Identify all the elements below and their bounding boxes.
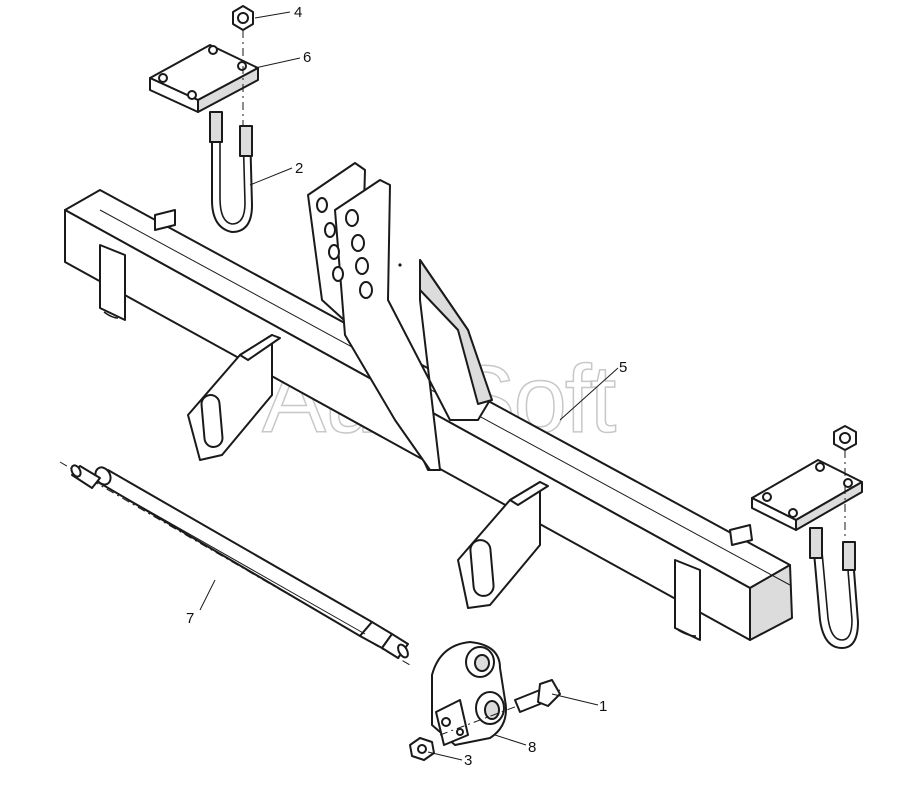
shaft-part-7: [70, 464, 409, 659]
lower-nut: [833, 425, 857, 451]
bearing-bracket-part-8: [431, 641, 507, 746]
callout-3: 3: [464, 752, 472, 769]
upper-clamp-plate-part-6: [149, 44, 259, 113]
callout-2: 2: [295, 160, 303, 177]
callout-5: 5: [619, 359, 627, 376]
bolt-part-1: [514, 679, 561, 713]
callout-8: 8: [528, 739, 536, 756]
lower-u-bolt: [809, 527, 859, 649]
leader-lines: [199, 11, 619, 761]
center-bracket: [307, 162, 493, 471]
callout-4: 4: [294, 4, 302, 21]
upper-u-bolt-part-2: [209, 111, 253, 233]
callout-1: 1: [599, 698, 607, 715]
nut-part-3: [409, 737, 435, 761]
callout-7: 7: [186, 610, 194, 627]
left-lift-lug: [187, 334, 281, 461]
upper-nut-part-4: [232, 5, 254, 31]
callout-6: 6: [303, 49, 311, 66]
right-lift-lug: [457, 481, 549, 609]
